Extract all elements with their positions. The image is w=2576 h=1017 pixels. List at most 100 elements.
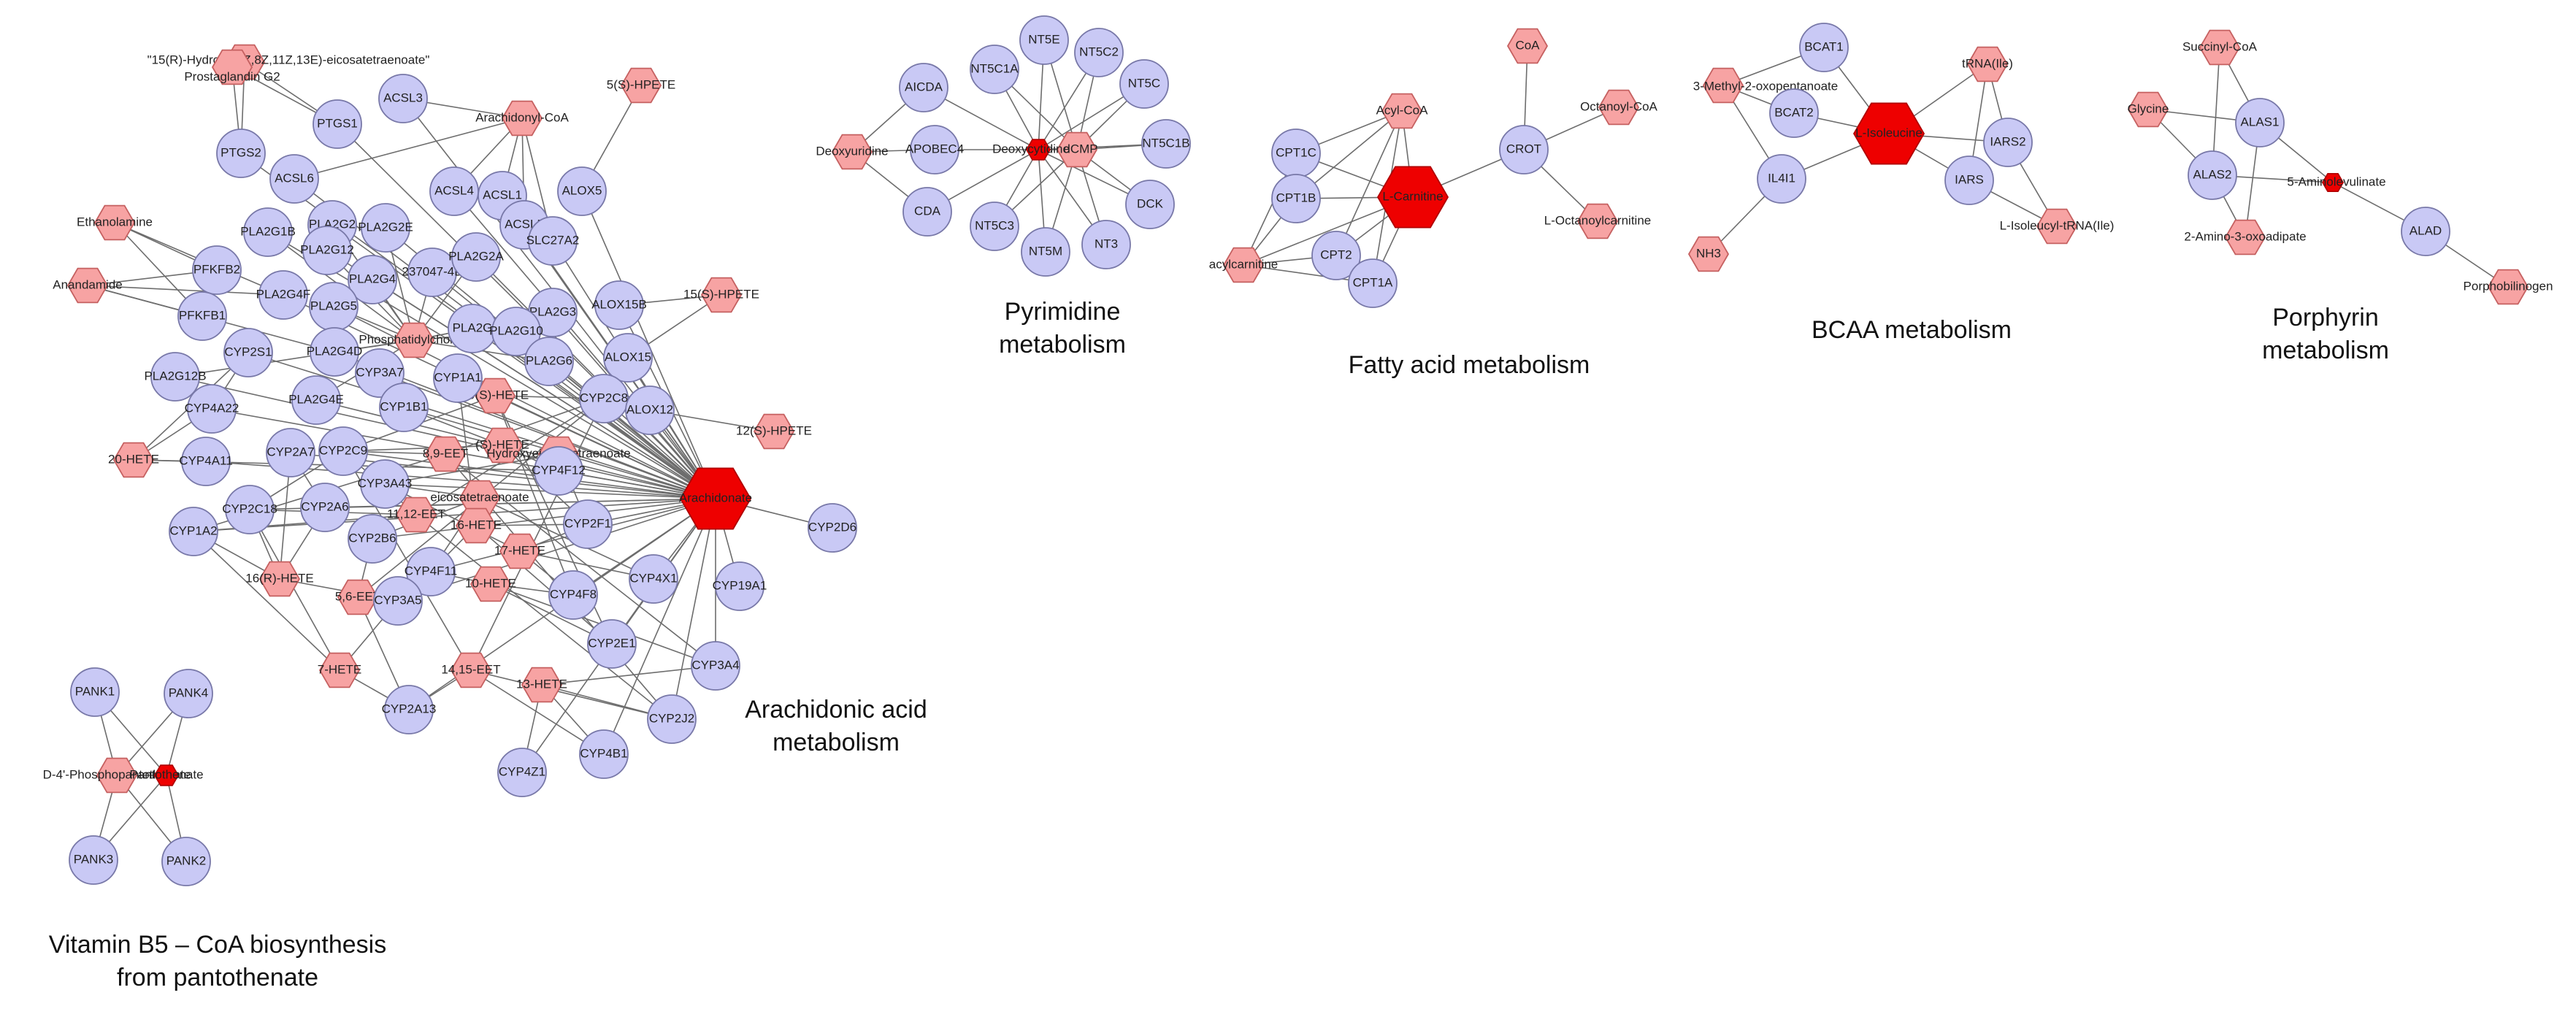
metabolite-hexagon bbox=[481, 427, 524, 464]
gene-node-py-cda: CDA bbox=[902, 187, 952, 237]
gene-circle bbox=[1019, 15, 1069, 65]
gene-node-po-alas2: ALAS2 bbox=[2188, 150, 2237, 200]
node-label: CYP1A1 bbox=[434, 370, 481, 384]
node-label: 237047-4B bbox=[402, 264, 462, 278]
gene-node-aa-cyp2d6: CYP2D6 bbox=[808, 503, 857, 553]
node-label: CYP2C9 bbox=[319, 443, 367, 457]
metabolite-hexagon bbox=[2036, 208, 2078, 245]
node-label: NT5C bbox=[1128, 76, 1160, 90]
node-label: ACSL1 bbox=[483, 188, 522, 202]
node-label: 8,9-EET bbox=[423, 446, 468, 460]
node-label: ALAS1 bbox=[2241, 115, 2280, 128]
gene-circle bbox=[269, 154, 319, 204]
gene-node-bc-iars: IARS bbox=[1944, 156, 1994, 205]
metabolite-node-aa-89eet: 8,9-EET bbox=[423, 436, 468, 472]
metabolite-node-fa-lcarnitine: L-Carnitine bbox=[1376, 166, 1449, 229]
network-edge bbox=[479, 497, 654, 580]
gene-node-aa-cyp3a5: CYP3A5 bbox=[373, 576, 423, 626]
metabolite-node-bc-lisoleucyl: L-Isoleucyl-tRNA(Ile) bbox=[2000, 208, 2114, 245]
metabolite-node-py-deoxyuridine: Deoxyuridine bbox=[816, 134, 889, 170]
metabolite-hexagon bbox=[700, 277, 743, 313]
gene-circle bbox=[384, 685, 434, 734]
node-label: PANK2 bbox=[166, 853, 207, 867]
gene-circle bbox=[579, 729, 629, 779]
metabolite-hexagon bbox=[1381, 93, 1423, 129]
gene-circle bbox=[594, 280, 644, 330]
gene-node-py-nt5c2: NT5C2 bbox=[1074, 28, 1124, 77]
node-label: tRNA(Ile) bbox=[1962, 56, 2013, 70]
network-edge bbox=[603, 498, 716, 755]
node-label: PLA2G5 bbox=[310, 299, 357, 312]
node-label: 16(R)-HETE bbox=[245, 571, 314, 585]
hub-hexagon bbox=[2321, 172, 2345, 193]
metabolite-node-aa-7hete: 7-HETE bbox=[318, 652, 361, 688]
gene-node-aa-pla2g4e: PLA2G4E bbox=[288, 375, 344, 425]
metabolite-node-fa-octanoylcoa: Octanoyl-CoA bbox=[1580, 89, 1658, 126]
node-label: NH3 bbox=[1696, 246, 1721, 260]
node-label: PTGS1 bbox=[317, 116, 358, 130]
gene-circle bbox=[1081, 220, 1131, 269]
node-label: 10-HETE bbox=[465, 576, 516, 590]
metabolite-node-po-pbg: Porphobilinogen bbox=[2464, 269, 2553, 305]
network-edge bbox=[342, 450, 716, 499]
gene-node-po-alad: ALAD bbox=[2401, 207, 2450, 256]
node-label: CYP2B6 bbox=[348, 531, 396, 545]
node-label: 20-HETE bbox=[108, 452, 159, 466]
node-layer: "15(R)-Hydroxy-5Z,8Z,11Z,13E)-eicosatetr… bbox=[43, 15, 2553, 886]
node-label: CYP2E1 bbox=[588, 636, 635, 650]
node-label: Ethanolamine bbox=[77, 215, 153, 229]
gene-node-aa-cyp1b1: CYP1B1 bbox=[379, 383, 429, 432]
gene-circle bbox=[1757, 154, 1806, 204]
node-label: PLA2G bbox=[453, 321, 493, 334]
gene-node-bc-bcat2: BCAT2 bbox=[1769, 88, 1819, 138]
gene-node-aa-ptgs1: PTGS1 bbox=[313, 99, 362, 149]
metabolite-hexagon bbox=[1598, 89, 1640, 126]
node-label: CYP4B1 bbox=[580, 746, 627, 760]
node-label: PANK1 bbox=[75, 684, 115, 698]
metabolite-node-po-2amino: 2-Amino-3-oxoadipate bbox=[2184, 219, 2307, 256]
node-label: CPT2 bbox=[1320, 247, 1352, 261]
caption-line: Pyrimidine bbox=[1004, 298, 1121, 326]
metabolite-hexagon bbox=[521, 667, 563, 703]
node-label: CPT1B bbox=[1276, 191, 1316, 204]
gene-circle bbox=[161, 837, 211, 886]
hub-hexagon bbox=[153, 764, 180, 786]
node-label: Anandamide bbox=[53, 277, 122, 291]
gene-node-aa-acsl4: ACSL4 bbox=[429, 166, 479, 216]
node-label: 5,6-EET bbox=[335, 589, 380, 603]
node-label: ALAD bbox=[2410, 223, 2442, 237]
metabolite-node-aa-17hete: 17-HETE bbox=[494, 533, 545, 569]
metabolite-node-aa-hete-s: (S)-HETE bbox=[475, 427, 529, 464]
gene-node-py-nt5m: NT5M bbox=[1021, 227, 1070, 277]
gene-node-aa-cyp3a7: CYP3A7 bbox=[355, 348, 405, 398]
node-label: NT5M bbox=[1029, 244, 1062, 258]
metabolite-node-vb-pant: Pantothenate bbox=[129, 764, 204, 786]
metabolite-node-po-glycine: Glycine bbox=[2128, 91, 2169, 128]
network-edge bbox=[248, 352, 716, 499]
network-edge bbox=[470, 398, 605, 671]
gene-circle bbox=[406, 547, 456, 596]
node-label: IL4I1 bbox=[1768, 171, 1795, 185]
metabolite-hexagon bbox=[96, 757, 138, 794]
network-edge bbox=[87, 285, 284, 296]
gene-node-py-nt5e: NT5E bbox=[1019, 15, 1069, 65]
node-label: CROT bbox=[1506, 142, 1541, 156]
node-label: CYP4Z1 bbox=[499, 764, 545, 778]
metabolite-node-bc-trna: tRNA(Ile) bbox=[1962, 46, 2013, 82]
gene-circle bbox=[313, 99, 362, 149]
node-label: CYP4X1 bbox=[629, 571, 677, 585]
metabolite-hexagon bbox=[395, 496, 437, 533]
gene-node-aa-pla2g4d: PLA2G4D bbox=[307, 327, 362, 377]
gene-circle bbox=[318, 426, 368, 476]
node-label: acylcarnitine bbox=[1209, 257, 1279, 271]
network-edge bbox=[415, 514, 672, 720]
metabolite-node-fa-coa: CoA bbox=[1506, 28, 1549, 64]
node-label: 12(S)-HPETE bbox=[736, 423, 812, 437]
caption-porphyrin: Porphyrin metabolism bbox=[2262, 302, 2389, 367]
node-label: ACSL4 bbox=[434, 183, 474, 197]
gene-circle bbox=[407, 247, 457, 297]
gene-node-aa-cyp19a1: CYP19A1 bbox=[713, 561, 767, 611]
node-label: 7-HETE bbox=[318, 662, 361, 676]
gene-circle bbox=[378, 74, 428, 123]
